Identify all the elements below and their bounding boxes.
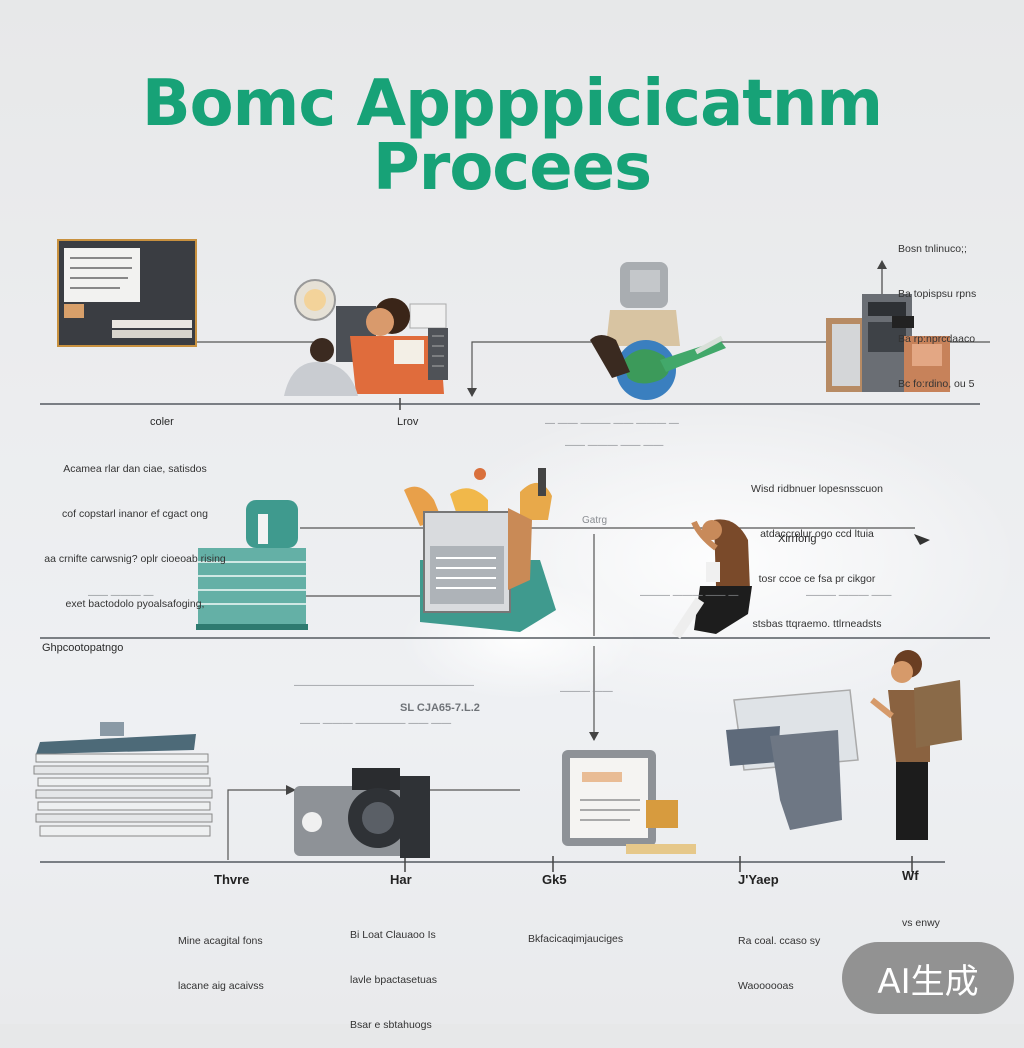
row1-left-note: Acamea rlar dan ciae, satisdos cof copst… — [30, 432, 240, 627]
note-line: Ba rp:nprcdaaco — [898, 333, 976, 345]
note-line: Bc fo:rdino, ou 5 — [898, 378, 975, 390]
row3-faint-text: ——— —— — [560, 686, 613, 697]
note-line: tosr ccoe ce fsa pr cikgor — [758, 573, 876, 585]
bottom-note: Bi Loat Clauaoo Is lavle bpactasetuas Bs… — [350, 898, 437, 1048]
note-line: Mine acagital fons — [178, 935, 263, 947]
bottom-note: vs enwy — [902, 886, 940, 946]
diagram-canvas: Bomc Appppicicatnm Procees Bosn tnlinuco… — [30, 67, 1020, 1031]
note-line: Acamea rlar dan ciae, satisdos — [63, 463, 207, 475]
note-line: lacane aig acaivss — [178, 980, 264, 992]
camera-illustration — [294, 768, 430, 858]
document-screen-illustration — [562, 750, 696, 854]
row3-faint-text: —————————————————— — [294, 680, 474, 691]
process-diagram — [33, 239, 1020, 872]
row2-label-left-bottom: Ghpcootopatngo — [42, 642, 124, 654]
row3-faint-code: SL CJA65-7.L.2 — [400, 702, 480, 714]
bottom-label: Gk5 — [542, 872, 567, 887]
computer-monitor-illustration — [57, 239, 197, 347]
bottom-note: Bkfacicaqimjauciges — [528, 902, 623, 962]
teal-machine-illustration — [196, 500, 308, 630]
printer-hands-illustration — [404, 468, 556, 632]
note-line: Ra coal. ccaso sy — [738, 935, 821, 947]
row1-right-note: Wisd ridbnuer lopesnsscuon atdaccrolur o… — [744, 452, 890, 647]
row2-label-right: Xirrfong — [778, 533, 817, 545]
note-line: vs enwy — [902, 917, 940, 929]
note-line: Bi Loat Clauaoo Is — [350, 929, 436, 941]
bottom-note: Ra coal. ccaso sy Waoooooas — [738, 904, 820, 1009]
people-working-illustration — [284, 279, 448, 396]
note-line: Wisd ridbnuer lopesnsscuon — [751, 483, 883, 495]
ai-generated-badge: AI生成 — [842, 942, 1014, 1014]
note-line: Bkfacicaqimjauciges — [528, 933, 624, 945]
row2-faint-text: ——— ——— —— — — [640, 590, 739, 601]
row1-label-left: coler — [150, 416, 174, 428]
note-line: exet bactodolo pyoalsafoging, — [65, 598, 205, 610]
row2-label-small: Gatrg — [582, 515, 608, 526]
connector — [227, 789, 288, 860]
note-line: Bsar e sbtahuogs — [350, 1019, 432, 1031]
bottom-label: Wf — [902, 868, 919, 883]
server-machine-illustration — [826, 294, 950, 392]
row1-label-mid: Lrov — [397, 416, 419, 428]
row2-faint-text: ——— ——— —— — [806, 590, 892, 601]
person-with-globe-illustration — [590, 262, 726, 400]
note-line: aa crnifte carwsnig? oplr cioeoab rising — [44, 553, 226, 565]
bottom-label: Thvre — [214, 872, 250, 887]
note-line: stsbas ttqraemo. ttlrneadsts — [752, 618, 882, 630]
note-line: lavle bpactasetuas — [350, 974, 437, 986]
note-line: Bosn tnlinuco;; — [898, 243, 967, 255]
top-right-note: Bosn tnlinuco;; Ba topispsu rpns Ba rp:n… — [898, 212, 976, 407]
note-line: cof copstarl inanor ef cgact ong — [62, 508, 208, 520]
small-arrowhead — [286, 785, 296, 795]
page-title: Bomc Appppicicatnm Procees — [141, 67, 883, 205]
note-line: atdaccrolur ogo ccd ltuia — [760, 528, 874, 540]
row3-faint-text: —— ——— ————— —— —— — [300, 718, 452, 729]
row1-faint-text: — —— ——— —— ——— — — [545, 418, 679, 429]
bottom-label: Har — [390, 872, 412, 887]
row2-faint-text: —— ——— — — [88, 590, 154, 601]
note-line: Ba topispsu rpns — [898, 288, 977, 300]
person-with-folder-illustration — [726, 650, 962, 840]
stacked-papers-illustration — [33, 722, 213, 837]
walking-person-illustration — [671, 519, 752, 639]
small-arrowhead — [914, 534, 930, 545]
bottom-label: J'Yaep — [738, 872, 779, 887]
row1-faint-text: —— ——— —— —— — [565, 440, 664, 451]
note-line: Waoooooas — [738, 980, 794, 992]
connector-arrow — [467, 341, 600, 397]
bottom-note: Mine acagital fons lacane aig acaivss — [178, 904, 264, 1009]
